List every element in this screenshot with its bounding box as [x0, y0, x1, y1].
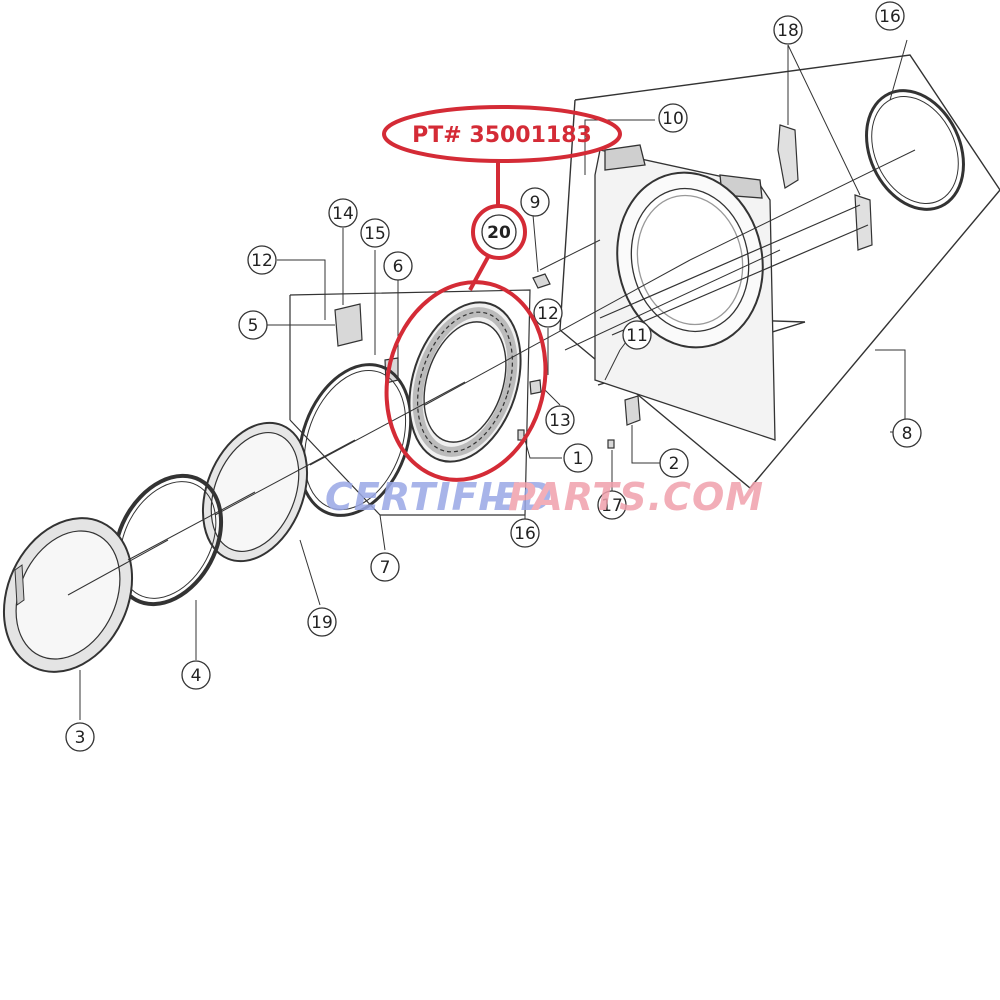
- svg-text:12: 12: [251, 251, 273, 271]
- hinge-bracket: [599, 124, 873, 336]
- svg-text:7: 7: [380, 558, 391, 578]
- callout-9: 9: [520, 187, 550, 217]
- inner-ring: [297, 363, 413, 517]
- gasket-ring: [865, 89, 965, 211]
- callout-20: 20: [481, 214, 517, 250]
- svg-text:CERTIFIED: CERTIFIED: [325, 475, 553, 519]
- svg-text:19: 19: [311, 613, 333, 633]
- callout-5: 5: [238, 310, 268, 340]
- part-number-label: PT# 35001183: [412, 123, 592, 148]
- callout-3: 3: [65, 722, 95, 752]
- callout-18: 18: [773, 15, 803, 45]
- callout-12-left: 12: [247, 245, 277, 275]
- watermark: CERTIFIED - PARTS.COM: [325, 475, 764, 519]
- svg-text:18: 18: [777, 21, 799, 41]
- callout-7: 7: [370, 552, 400, 582]
- callout-16-right: 17: [597, 490, 627, 520]
- callout-17: 16: [875, 1, 905, 31]
- callout-8: 8: [892, 418, 922, 448]
- callout-12-right: 12: [533, 298, 563, 328]
- assembly-lines: [67, 149, 916, 596]
- svg-text:15: 15: [364, 224, 386, 244]
- callout-4: 4: [181, 660, 211, 690]
- svg-text:PARTS.COM: PARTS.COM: [508, 475, 764, 519]
- svg-text:16: 16: [879, 7, 901, 27]
- svg-text:16: 16: [514, 524, 536, 544]
- callout-2: 2: [659, 448, 689, 478]
- svg-text:2: 2: [669, 454, 680, 474]
- callout-19: 19: [307, 607, 337, 637]
- callout-13: 13: [545, 405, 575, 435]
- svg-text:13: 13: [549, 411, 571, 431]
- svg-text:-: -: [485, 475, 502, 519]
- callout-1: 1: [563, 443, 593, 473]
- callouts: 16 18 10 9 14 15 12 6 12 5 11 13 8 1 2 1…: [65, 1, 922, 752]
- svg-text:8: 8: [902, 424, 913, 444]
- callout-16: 16: [510, 518, 540, 548]
- svg-text:9: 9: [530, 193, 541, 213]
- inner-door-frame: [289, 289, 531, 516]
- callout-10: 10: [658, 103, 688, 133]
- outer-door: [2, 517, 134, 673]
- svg-text:6: 6: [393, 257, 404, 277]
- callout-14: 14: [328, 198, 358, 228]
- svg-text:20: 20: [487, 223, 511, 243]
- callout-11: 11: [622, 320, 652, 350]
- svg-text:17: 17: [601, 496, 623, 516]
- svg-text:10: 10: [662, 109, 684, 129]
- svg-text:5: 5: [248, 316, 259, 336]
- front-panel: [594, 144, 776, 441]
- callout-6: 6: [383, 251, 413, 281]
- svg-text:4: 4: [191, 666, 202, 686]
- door-seal-ring: [112, 473, 224, 607]
- svg-text:3: 3: [75, 728, 86, 748]
- callout-15: 15: [360, 218, 390, 248]
- svg-text:12: 12: [537, 304, 559, 324]
- svg-text:14: 14: [332, 204, 354, 224]
- svg-text:1: 1: [573, 449, 584, 469]
- svg-text:11: 11: [626, 326, 648, 346]
